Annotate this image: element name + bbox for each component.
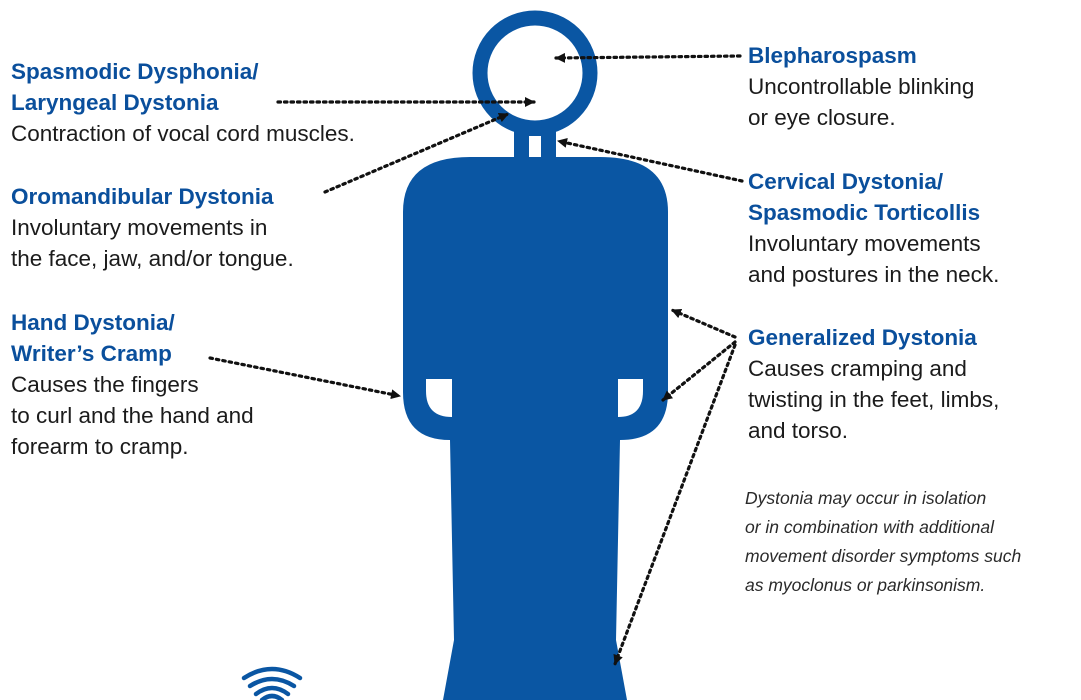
label-cervical-dystonia: Cervical Dystonia/ Spasmodic Torticollis… bbox=[748, 166, 999, 290]
desc-generalized-3: and torso. bbox=[748, 415, 999, 446]
desc-oromandibular-2: the face, jaw, and/or tongue. bbox=[11, 243, 294, 274]
title-blepharospasm: Blepharospasm bbox=[748, 40, 974, 71]
desc-hand-3: forearm to cramp. bbox=[11, 431, 254, 462]
note-line-3: movement disorder symptoms such bbox=[745, 542, 1081, 571]
desc-generalized-2: twisting in the feet, limbs, bbox=[748, 384, 999, 415]
figure-body bbox=[403, 157, 668, 700]
title-laryngeal-dystonia: Laryngeal Dystonia bbox=[11, 87, 355, 118]
arrow-generalized-arm bbox=[672, 310, 735, 337]
figure-head bbox=[480, 18, 590, 128]
arrow-blepharospasm bbox=[556, 56, 740, 58]
isolation-note: Dystonia may occur in isolation or in co… bbox=[745, 484, 1081, 600]
desc-generalized-1: Causes cramping and bbox=[748, 353, 999, 384]
desc-spasmodic-dysphonia: Contraction of vocal cord muscles. bbox=[11, 118, 355, 149]
note-line-4: as myoclonus or parkinsonism. bbox=[745, 571, 1081, 600]
label-spasmodic-dysphonia: Spasmodic Dysphonia/ Laryngeal Dystonia … bbox=[11, 56, 355, 149]
note-line-2: or in combination with additional bbox=[745, 513, 1081, 542]
desc-cervical-1: Involuntary movements bbox=[748, 228, 999, 259]
title-hand-dystonia: Hand Dystonia/ bbox=[11, 307, 254, 338]
desc-oromandibular-1: Involuntary movements in bbox=[11, 212, 294, 243]
desc-hand-2: to curl and the hand and bbox=[11, 400, 254, 431]
label-oromandibular: Oromandibular Dystonia Involuntary movem… bbox=[11, 181, 294, 274]
title-cervical-dystonia: Cervical Dystonia/ bbox=[748, 166, 999, 197]
human-figure bbox=[403, 18, 668, 700]
desc-blepharospasm-2: or eye closure. bbox=[748, 102, 974, 133]
desc-hand-1: Causes the fingers bbox=[11, 369, 254, 400]
desc-cervical-2: and postures in the neck. bbox=[748, 259, 999, 290]
fingerprint-logo-icon bbox=[244, 669, 300, 700]
note-line-1: Dystonia may occur in isolation bbox=[745, 484, 1081, 513]
title-spasmodic-dysphonia: Spasmodic Dysphonia/ bbox=[11, 56, 355, 87]
desc-blepharospasm-1: Uncontrollable blinking bbox=[748, 71, 974, 102]
label-generalized-dystonia: Generalized Dystonia Causes cramping and… bbox=[748, 322, 999, 446]
title-spasmodic-torticollis: Spasmodic Torticollis bbox=[748, 197, 999, 228]
title-writers-cramp: Writer’s Cramp bbox=[11, 338, 254, 369]
title-oromandibular: Oromandibular Dystonia bbox=[11, 181, 294, 212]
title-generalized-dystonia: Generalized Dystonia bbox=[748, 322, 999, 353]
label-blepharospasm: Blepharospasm Uncontrollable blinking or… bbox=[748, 40, 974, 133]
label-hand-dystonia: Hand Dystonia/ Writer’s Cramp Causes the… bbox=[11, 307, 254, 462]
